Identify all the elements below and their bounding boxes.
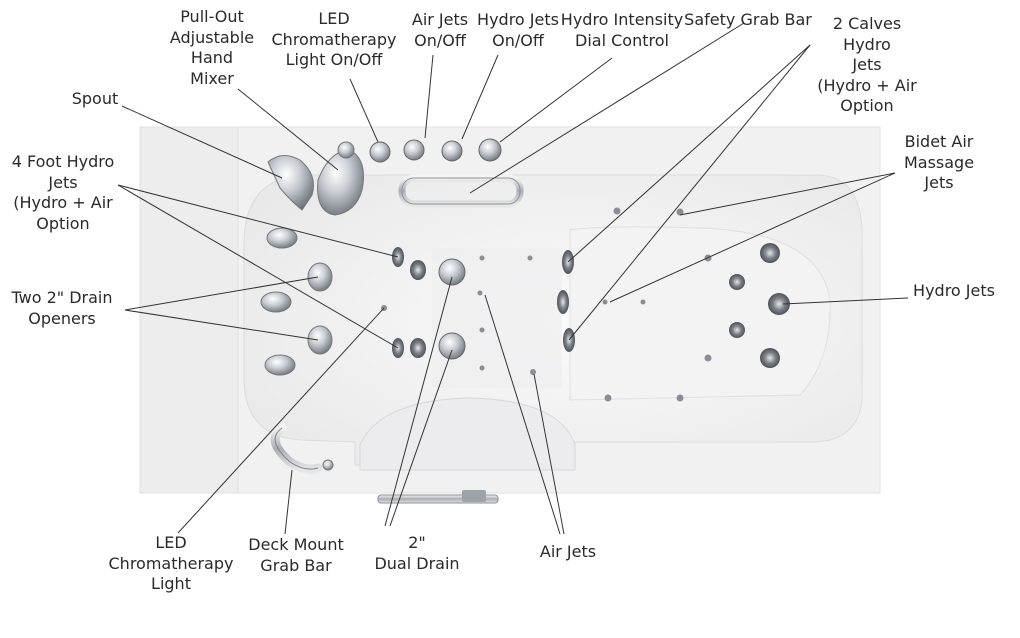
hydro-jet [729,322,745,338]
hydro-jet [760,243,780,263]
leader-air-switch [424,54,434,139]
air-jet [479,255,485,261]
leader-intensity [499,57,613,143]
leader-led-light [177,307,385,534]
leader-grab-bar [469,22,745,194]
leader-lines [117,22,909,535]
leader-calves-2 [568,44,811,341]
safety-grab-bar-outline [401,177,521,205]
leader-air-jets-1 [484,294,561,535]
label-drain-openers: Two 2" Drain Openers [11,288,113,328]
leader-foot-1 [117,184,399,258]
label-spout: Spout [71,89,119,108]
deck-grab-bar-outline [274,427,319,470]
label-led-light: LED Chromatherapy Light [108,533,234,593]
leader-led-switch [349,78,379,143]
tub-body [139,126,881,504]
label-hydro-jets-switch: Hydro Jets On/Off [477,10,559,50]
leader-hydro-jets [782,297,909,305]
leader-foot-2 [117,184,399,349]
label-calves-jets: 2 Calves Hydro Jets (Hydro + Air Option [817,14,917,115]
air-jets-switch-button [403,139,425,161]
air-jet [676,394,684,402]
air-jet [604,394,612,402]
fixtures [260,141,524,474]
air-jet [479,365,485,371]
air-jet [704,354,712,362]
tub-seat [569,226,831,401]
leader-dual-drain-2 [389,349,453,527]
drain-opener-1 [307,262,333,292]
label-dual-drain: 2" Dual Drain [374,533,460,573]
hydro-jets-switch-button [441,140,463,162]
foot-jet [410,260,426,280]
dual-drain-bottom [438,332,466,360]
valve-handle-top [266,227,298,249]
air-jet [602,299,608,305]
leader-spout [121,105,283,179]
leader-calves-1 [567,44,811,263]
valve-handle-mid [260,291,292,313]
tub-left-panel [139,126,239,494]
drain-opener-2 [307,325,333,355]
dual-drain-top [438,258,466,286]
led-switch-button [369,141,391,163]
label-foot-jets: 4 Foot Hydro Jets (Hydro + Air Option [11,152,115,233]
mixer-knob [337,141,355,159]
air-jet [477,290,483,296]
air-jet [676,208,684,216]
label-air-jets-switch: Air Jets On/Off [411,10,469,50]
leader-drain-openers-2 [124,309,319,341]
label-bidet-jets: Bidet Air Massage Jets [903,132,975,192]
drain-fitting [462,490,486,502]
leader-bidet-1 [679,172,896,216]
leader-mixer [237,88,339,171]
label-hydro-jets: Hydro Jets [913,281,995,300]
air-jet [479,327,485,333]
air-jet [640,299,646,305]
calf-jet [557,290,569,314]
hydro-jet [760,348,780,368]
leader-dual-drain-1 [384,276,453,527]
jets [381,207,790,402]
air-jet [530,369,536,375]
leader-bidet-2 [609,172,896,303]
air-jet [613,207,621,215]
leader-deck-grab-bar [284,469,293,535]
leader-hydro-switch [461,54,499,140]
control-buttons [369,138,502,163]
valve-handle-bottom [264,354,296,376]
leader-air-jets-2 [533,373,565,535]
hydro-jet [729,274,745,290]
leader-drain-openers-1 [124,276,319,311]
label-safety-grab-bar: Safety Grab Bar [684,10,812,29]
label-led-chroma-switch: LED Chromatherapy Light On/Off [271,9,397,69]
label-air-jets: Air Jets [539,542,597,561]
air-jet [527,255,533,261]
label-pullout-mixer: Pull-Out Adjustable Hand Mixer [169,7,255,88]
hydro-intensity-dial [478,138,502,162]
led-light-fixture [322,459,334,471]
tub-door-step [359,397,576,471]
spout-fixture [267,155,314,211]
foot-jet [410,338,426,358]
hydro-jet [768,293,790,315]
label-deck-grab-bar: Deck Mount Grab Bar [248,535,344,575]
label-hydro-intensity: Hydro Intensity Dial Control [560,10,684,50]
